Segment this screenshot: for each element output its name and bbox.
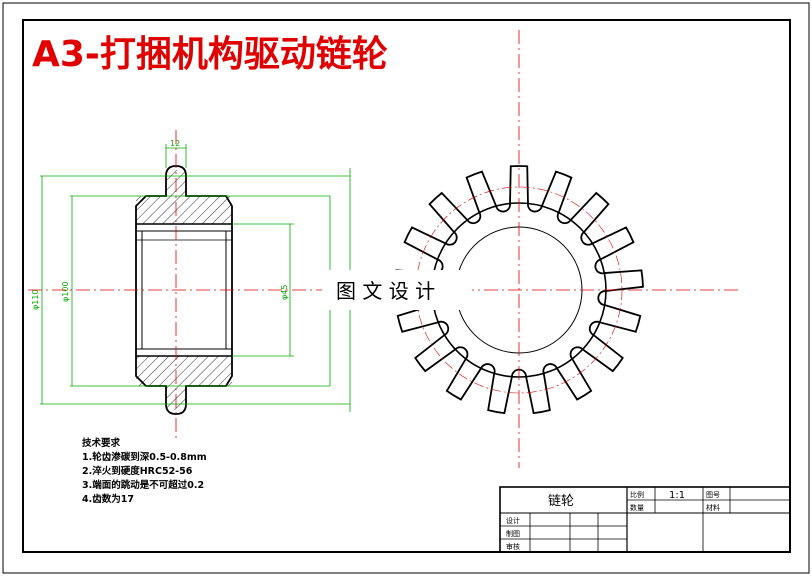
sheet-title: A3-打捆机构驱动链轮 (32, 34, 388, 75)
dim-outer-dia: φ110 (31, 289, 40, 310)
tech-note-1: 1.轮齿渗碳到深0.5-0.8mm (82, 451, 207, 463)
upper-section-hatch (136, 196, 232, 224)
title-block-scale-label: 比例 (630, 490, 644, 499)
tech-note-4: 4.齿数为17 (82, 493, 134, 505)
dim-hub-width: 12 (170, 139, 180, 148)
watermark-box (322, 270, 472, 310)
section-view: 12 φ110 φ100 φ45 (31, 139, 351, 415)
tech-note-3: 3.端面的跳动是不可超过0.2 (82, 479, 204, 491)
tech-notes: 技术要求 1.轮齿渗碳到深0.5-0.8mm 2.淬火到硬度HRC52-56 3… (82, 437, 207, 505)
title-block-material-label: 材料 (706, 503, 720, 512)
title-block-design-label: 设计 (506, 516, 520, 525)
dim-bore-dia: φ45 (280, 285, 289, 300)
dim-root-dia: φ100 (61, 281, 70, 302)
hub-outline (135, 165, 233, 415)
inner-border (22, 19, 791, 553)
title-block-drawn-label: 制图 (506, 529, 520, 538)
title-block-quantity-label: 数量 (630, 503, 644, 512)
title-block (499, 486, 791, 553)
sprocket-teeth-outline (394, 165, 644, 415)
title-block-part-name: 链轮 (548, 494, 574, 509)
center-lines (28, 30, 740, 468)
lower-section-hatch (136, 356, 232, 386)
tech-notes-heading: 技术要求 (82, 437, 121, 449)
title-block-scale-value: 1:1 (669, 490, 685, 501)
title-block-drawing-no-label: 图号 (706, 491, 720, 499)
watermark-text: 图 文 设 计 (336, 279, 435, 303)
title-block-check-label: 审核 (506, 542, 520, 551)
tech-note-2: 2.淬火到硬度HRC52-56 (82, 465, 193, 477)
